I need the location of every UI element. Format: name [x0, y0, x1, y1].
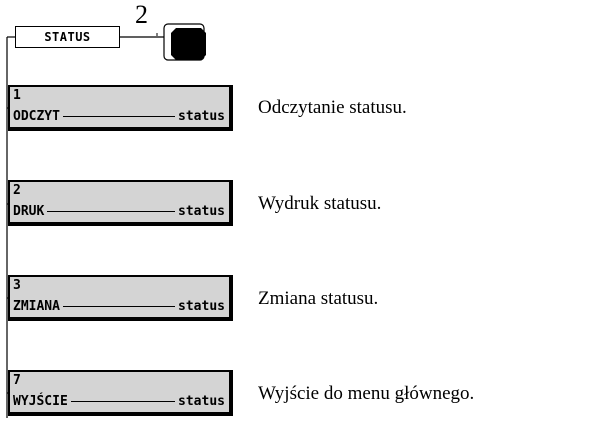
- menu-item-odczyt[interactable]: 1 ODCZYT status: [8, 85, 233, 131]
- menu-item-suffix: status: [178, 203, 225, 219]
- menu-item-description: Wydruk statusu.: [258, 193, 382, 214]
- menu-item-number: 1: [13, 88, 21, 103]
- menu-item-number: 2: [13, 183, 21, 198]
- menu-item-label: WYJŚCIE: [13, 393, 68, 409]
- menu-item-suffix: status: [178, 108, 225, 124]
- key-button-icon: [163, 23, 206, 61]
- menu-item-number: 7: [13, 373, 21, 388]
- menu-item-wyjscie[interactable]: 7 WYJŚCIE status: [8, 370, 233, 416]
- menu-item-label: DRUK: [13, 203, 45, 219]
- menu-item-suffix: status: [178, 393, 225, 409]
- menu-item-label: ODCZYT: [13, 108, 60, 124]
- menu-item-suffix: status: [178, 298, 225, 314]
- menu-item-description: Odczytanie statusu.: [258, 97, 407, 118]
- step-number: 2: [135, 0, 148, 29]
- menu-item-label: ZMIANA: [13, 298, 60, 314]
- menu-item-dash: [62, 305, 176, 307]
- menu-item-druk[interactable]: 2 DRUK status: [8, 180, 233, 226]
- menu-item-description: Wyjście do menu głównego.: [258, 383, 475, 404]
- menu-item-description: Zmiana statusu.: [258, 288, 379, 309]
- menu-item-dash: [47, 210, 176, 212]
- menu-item-number: 3: [13, 278, 21, 293]
- status-menu-header: STATUS: [15, 26, 120, 48]
- menu-item-dash: [70, 400, 176, 402]
- menu-item-dash: [62, 115, 176, 117]
- menu-item-zmiana[interactable]: 3 ZMIANA status: [8, 275, 233, 321]
